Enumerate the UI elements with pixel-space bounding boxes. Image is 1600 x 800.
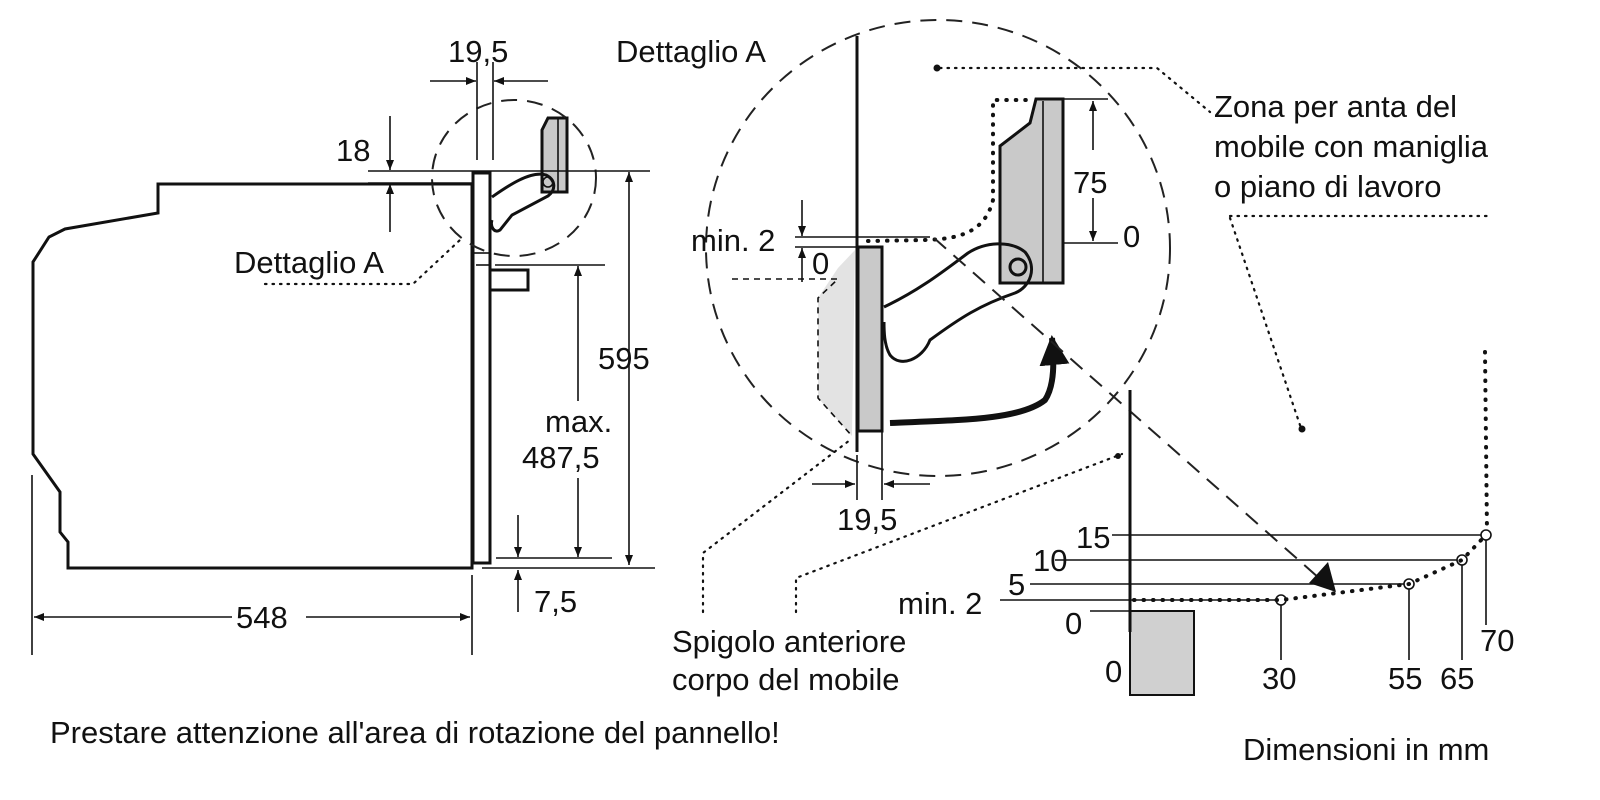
label-spigolo-1: Spigolo anteriore (672, 624, 906, 659)
dim-bottom-offset: 7,5 (534, 584, 577, 619)
oven-side-view (31, 62, 655, 655)
chart-y-label-5: 5 (1008, 567, 1025, 602)
dim-detail-min: min. 2 (691, 223, 775, 258)
rotation-chart (1000, 214, 1492, 696)
rotation-arrow (889, 335, 1070, 426)
label-zona-2: mobile con maniglia (1214, 129, 1489, 164)
chart-x-label-70: 70 (1480, 623, 1514, 658)
dim-max-value: 487,5 (522, 440, 600, 475)
dim-top-offset: 18 (336, 133, 370, 168)
hinge-arm-small (490, 172, 556, 233)
oven-door (471, 171, 492, 565)
detail-a-circle-small (431, 99, 597, 257)
dim-height-total: 595 (598, 341, 650, 376)
chart-y-label-min2: min. 2 (898, 586, 982, 621)
dim-detail-zero: 0 (812, 246, 829, 281)
chart-y-label-15: 15 (1076, 520, 1110, 555)
hinge-bracket-detail (998, 97, 1065, 285)
oven-handle (488, 268, 530, 292)
label-dettaglio-a-left: Dettaglio A (234, 245, 384, 280)
units-note: Dimensioni in mm (1243, 732, 1489, 767)
rotation-boundary-curve (1132, 533, 1488, 602)
chart-y-label-0: 0 (1065, 606, 1082, 641)
chart-x-label-65: 65 (1440, 661, 1474, 696)
rotation-boundary-vertical (1483, 350, 1489, 534)
cabinet-body-chart (1129, 610, 1195, 696)
dim-detail-zero-right: 0 (1123, 219, 1140, 254)
detail-a-circle-large (705, 19, 1171, 477)
label-zona-3: o piano di lavoro (1214, 169, 1442, 204)
hinge-arm-detail (882, 242, 1033, 363)
dim-max-label: max. (545, 404, 612, 439)
dim-top-gap: 19,5 (448, 34, 508, 69)
dim-detail-gap: 19,5 (837, 502, 897, 537)
dim-depth: 548 (236, 600, 288, 635)
zone-boundary-detail (866, 98, 1032, 243)
chart-point-70 (1480, 529, 1492, 541)
hinge-bracket-small (540, 116, 569, 194)
dim-detail-75: 75 (1073, 165, 1107, 200)
oven-body-outline (31, 182, 474, 570)
chart-x-label-0: 0 (1105, 654, 1122, 689)
chart-y-label-10: 10 (1033, 543, 1067, 578)
label-dettaglio-a-top: Dettaglio A (616, 34, 766, 69)
chart-gridlines (1000, 534, 1487, 660)
footer-note: Prestare attenzione all'area di rotazion… (50, 715, 780, 750)
chart-x-label-55: 55 (1388, 661, 1422, 696)
chart-x-label-30: 30 (1262, 661, 1296, 696)
label-spigolo-2: corpo del mobile (672, 662, 899, 697)
label-zona-1: Zona per anta del (1214, 89, 1457, 124)
oven-door-detail (856, 245, 884, 433)
